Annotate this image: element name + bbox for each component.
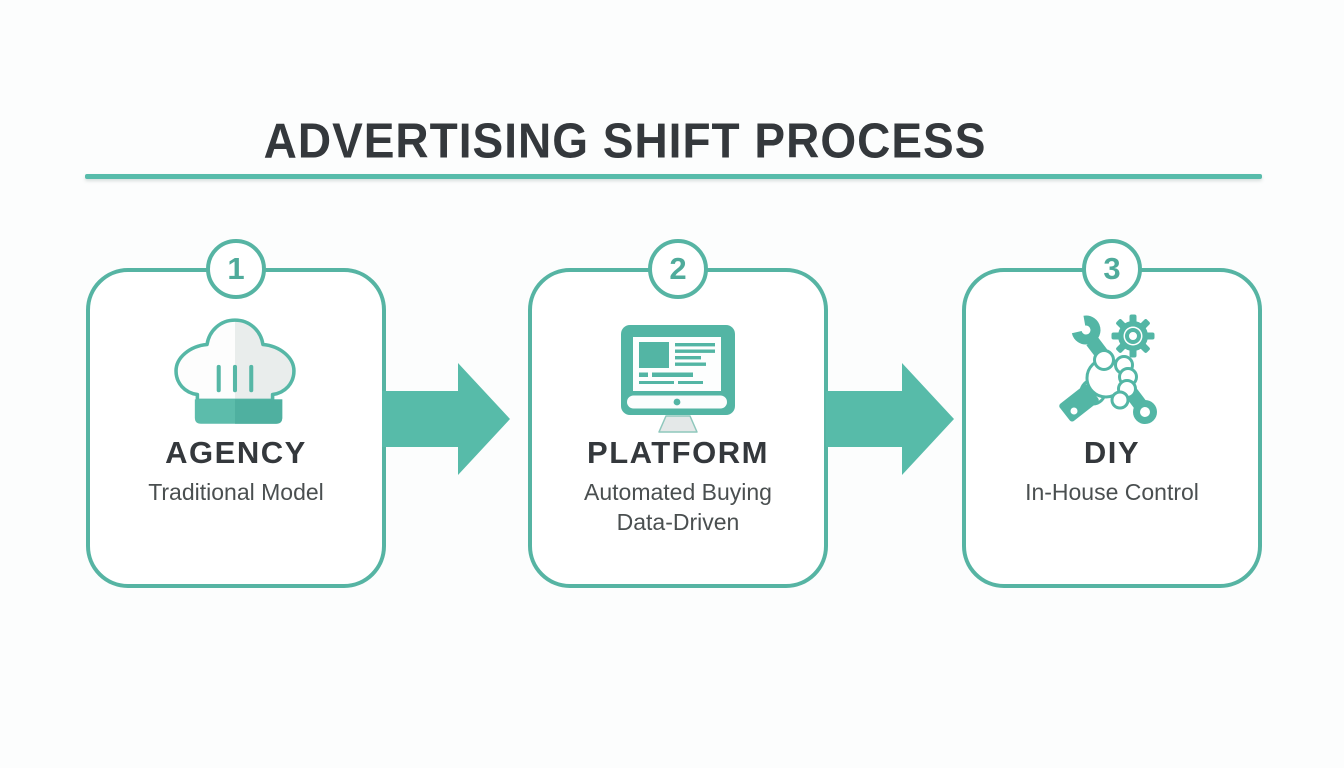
step-card-agency: 1 AGENCY Traditional Model: [86, 239, 386, 588]
step-card-platform: 2 PLATFORM Automated Buying D: [528, 239, 828, 588]
monitor-icon: [532, 324, 824, 434]
step-sublabel: In-House Control: [966, 477, 1258, 507]
arrow-right-icon: [826, 363, 954, 475]
step-sublabel: Automated Buying Data-Driven: [532, 477, 824, 537]
step-number-badge: 3: [1082, 239, 1142, 299]
chef-hat-icon: [90, 314, 382, 438]
step-number-badge: 2: [648, 239, 708, 299]
step-sublabel: Traditional Model: [90, 477, 382, 507]
step-label: PLATFORM: [587, 435, 769, 470]
step-subline: Data-Driven: [616, 509, 740, 535]
step-number-badge: 1: [206, 239, 266, 299]
step-subline: Automated Buying: [584, 479, 772, 505]
step-subline: Traditional Model: [148, 479, 324, 505]
title-divider: [85, 174, 1262, 179]
step-label: AGENCY: [165, 435, 307, 470]
step-card-diy: 3: [962, 239, 1262, 588]
wrench-gear-hand-icon: [966, 308, 1258, 436]
step-label: DIY: [1083, 435, 1141, 470]
page-title: ADVERTISING SHIFT PROCESS: [263, 113, 987, 169]
step-subline: In-House Control: [1025, 479, 1199, 505]
arrow-right-icon: [382, 363, 510, 475]
